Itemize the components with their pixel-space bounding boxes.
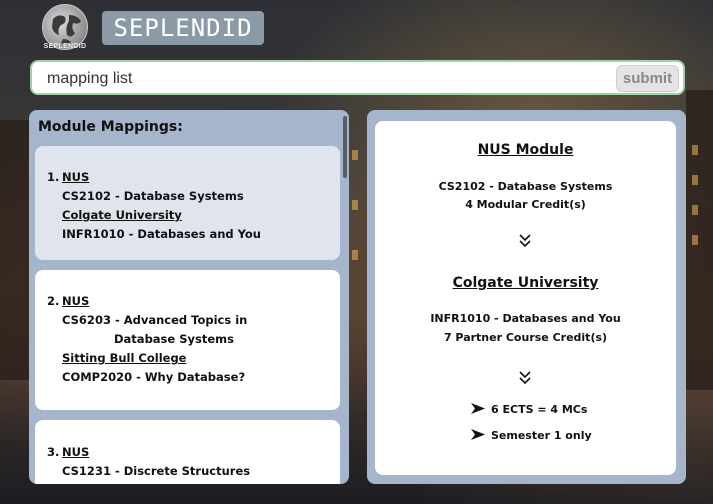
home-module: CS6203 - Advanced Topics in [62, 313, 248, 327]
credit-conversion: 6 ECTS = 4 MCs [491, 403, 588, 416]
partner-module: COMP2020 - Why Database? [62, 370, 246, 384]
home-module-credits: 4 Modular Credit(s) [465, 198, 586, 211]
mapping-card[interactable]: 1. NUS CS2102 - Database Systems Colgate… [35, 146, 340, 260]
mapping-number: 2. [47, 294, 60, 308]
background-window [692, 205, 698, 215]
semester-availability: Semester 1 only [491, 429, 592, 442]
arrow-bullet-icon [471, 429, 485, 440]
submit-button[interactable]: submit [616, 65, 679, 92]
mapping-card[interactable]: 3. NUS CS1231 - Discrete Structures [35, 420, 340, 484]
background-window [352, 200, 358, 210]
home-module: CS2102 - Database Systems [62, 189, 244, 203]
background-window [352, 150, 358, 160]
partner-university: Colgate University [62, 208, 182, 222]
home-module-name: CS2102 - Database Systems [438, 180, 613, 193]
partner-module: INFR1010 - Databases and You [62, 227, 261, 241]
mapping-detail-panel: NUS Module CS2102 - Database Systems 4 M… [367, 110, 686, 484]
partner-university: Sitting Bull College [62, 351, 187, 365]
background-window [692, 175, 698, 185]
globe-icon [42, 4, 88, 50]
double-chevron-down-icon [519, 371, 531, 385]
module-mappings-panel: Module Mappings: 1. NUS CS2102 - Databas… [29, 110, 349, 484]
home-university: NUS [62, 445, 90, 459]
background-building [686, 90, 713, 390]
home-module-heading: NUS Module [477, 142, 574, 158]
home-module: CS1231 - Discrete Structures [62, 464, 251, 478]
mapping-detail-card: NUS Module CS2102 - Database Systems 4 M… [375, 121, 676, 475]
background-window [692, 145, 698, 155]
background-window [692, 235, 698, 245]
partner-university-heading: Colgate University [452, 275, 599, 291]
scrollbar-thumb[interactable] [343, 116, 347, 178]
module-mappings-title: Module Mappings: [38, 119, 183, 135]
home-module-continued: Database Systems [114, 332, 234, 346]
mapping-card[interactable]: 2. NUS CS6203 - Advanced Topics in Datab… [35, 270, 340, 410]
home-university: NUS [62, 294, 90, 308]
logo-caption: SEPLENDID [43, 43, 87, 50]
partner-module-credits: 7 Partner Course Credit(s) [443, 331, 608, 344]
brand-title: SEPLENDID [102, 11, 264, 45]
home-university: NUS [62, 170, 90, 184]
mapping-number: 3. [47, 445, 60, 459]
arrow-bullet-icon [471, 403, 485, 414]
search-input[interactable] [47, 68, 607, 90]
availability-row: Semester 1 only [471, 429, 592, 442]
mapping-number: 1. [47, 170, 60, 184]
background-window [352, 250, 358, 260]
search-bar: submit [30, 60, 685, 95]
conversion-row: 6 ECTS = 4 MCs [471, 403, 587, 416]
double-chevron-down-icon [519, 234, 531, 248]
background-building [0, 120, 30, 380]
partner-module-name: INFR1010 - Databases and You [430, 312, 621, 325]
